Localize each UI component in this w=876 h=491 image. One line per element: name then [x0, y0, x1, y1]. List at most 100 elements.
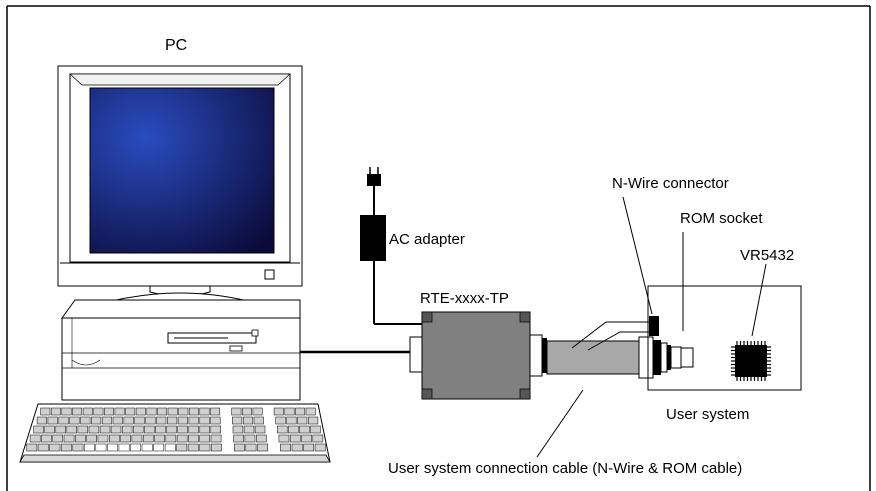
keyboard-key	[40, 407, 51, 416]
ac-adapter-box	[360, 215, 386, 261]
keyboard-key	[177, 416, 188, 425]
keyboard-key	[80, 416, 91, 425]
keyboard-key	[244, 434, 256, 443]
keyboard-key	[289, 434, 301, 443]
user-system-label: User system	[666, 406, 750, 423]
keyboard-key	[33, 425, 44, 434]
keyboard-key	[199, 443, 211, 452]
probe-label: RTE-xxxx-TP	[420, 290, 509, 307]
keyboard	[19, 403, 331, 463]
keyboard-key	[133, 425, 144, 434]
keyboard-key	[242, 407, 252, 416]
keyboard-key	[286, 416, 297, 425]
rom-socket-plug	[680, 347, 694, 368]
keyboard-key	[253, 416, 264, 425]
keyboard-key	[165, 434, 177, 443]
keyboard-key	[101, 416, 113, 425]
desktop-unit	[61, 299, 301, 401]
keyboard-key	[97, 434, 109, 443]
keyboard-key	[66, 425, 77, 434]
keyboard-key	[188, 407, 199, 416]
keyboard-key	[210, 434, 222, 443]
keyboard-key	[146, 407, 157, 416]
keyboard-key	[153, 443, 165, 452]
keyboard-key	[61, 407, 72, 416]
keyboard-key	[157, 407, 168, 416]
keyboard-key	[72, 443, 84, 452]
keyboard-key	[178, 407, 189, 416]
keyboard-key	[232, 425, 244, 434]
keyboard-key	[210, 443, 222, 452]
keyboard-key	[308, 416, 319, 425]
keyboard-key	[91, 416, 102, 425]
cable-label: User system connection cable (N-Wire & R…	[388, 460, 743, 477]
keyboard-key	[273, 407, 284, 416]
keyboard-key	[176, 443, 188, 452]
keyboard-key	[84, 443, 95, 452]
keyboard-key	[109, 434, 120, 443]
keyboard-key	[275, 416, 286, 425]
keyboard-key	[37, 443, 49, 452]
nwire-pointer	[622, 196, 653, 315]
keyboard-key	[60, 443, 72, 452]
keyboard-key	[256, 434, 267, 443]
monitor-screen	[89, 87, 275, 254]
ac-adapter	[360, 167, 428, 325]
keyboard-key	[121, 425, 133, 434]
nwire-connector	[649, 316, 659, 336]
keyboard-key	[284, 407, 295, 416]
keyboard-key	[49, 443, 61, 452]
keyboard-key	[135, 407, 146, 416]
keyboard-key	[232, 416, 243, 425]
ac-adapter-label: AC adapter	[389, 231, 465, 248]
keyboard-key	[44, 425, 55, 434]
keyboard-key	[130, 443, 141, 452]
keyboard-key	[47, 416, 58, 425]
keyboard-key	[112, 416, 123, 425]
keyboard-key	[52, 434, 64, 443]
rom-socket-label: ROM socket	[680, 210, 763, 227]
keyboard-key	[58, 416, 69, 425]
keyboard-key	[176, 434, 188, 443]
keyboard-key	[99, 425, 111, 434]
keyboard-key	[155, 425, 166, 434]
keyboard-key	[123, 416, 134, 425]
probe-unit	[409, 311, 547, 400]
pc-label: PC	[165, 37, 188, 54]
keyboard-key	[314, 443, 326, 452]
keyboard-key	[199, 434, 211, 443]
keyboard-key	[199, 407, 210, 416]
keyboard-key	[188, 434, 199, 443]
keyboard-keys	[26, 407, 326, 452]
keyboard-key	[125, 407, 136, 416]
keyboard-key	[297, 416, 308, 425]
keyboard-key	[141, 443, 153, 452]
keyboard-key	[231, 407, 242, 416]
pointer-lines	[536, 196, 767, 458]
keyboard-key	[82, 407, 93, 416]
keyboard-key	[77, 425, 89, 434]
keyboard-key	[164, 443, 176, 452]
keyboard-key	[167, 416, 178, 425]
keyboard-key	[210, 425, 221, 434]
keyboard-key	[36, 416, 47, 425]
keyboard-key	[50, 407, 61, 416]
keyboard-key	[142, 434, 154, 443]
cpu-pointer	[751, 263, 767, 337]
keyboard-key	[252, 407, 263, 416]
keyboard-key	[154, 434, 165, 443]
keyboard-key	[114, 407, 125, 416]
keyboard-key	[156, 416, 167, 425]
keyboard-key	[234, 443, 245, 452]
keyboard-key	[29, 434, 41, 443]
keyboard-key	[312, 434, 324, 443]
keyboard-key	[305, 407, 316, 416]
keyboard-key	[63, 434, 75, 443]
keyboard-key	[167, 407, 178, 416]
keyboard-key	[177, 425, 188, 434]
diagram-border	[6, 5, 871, 491]
keyboard-key	[277, 425, 288, 434]
keyboard-key	[301, 434, 312, 443]
keyboard-key	[233, 434, 244, 443]
